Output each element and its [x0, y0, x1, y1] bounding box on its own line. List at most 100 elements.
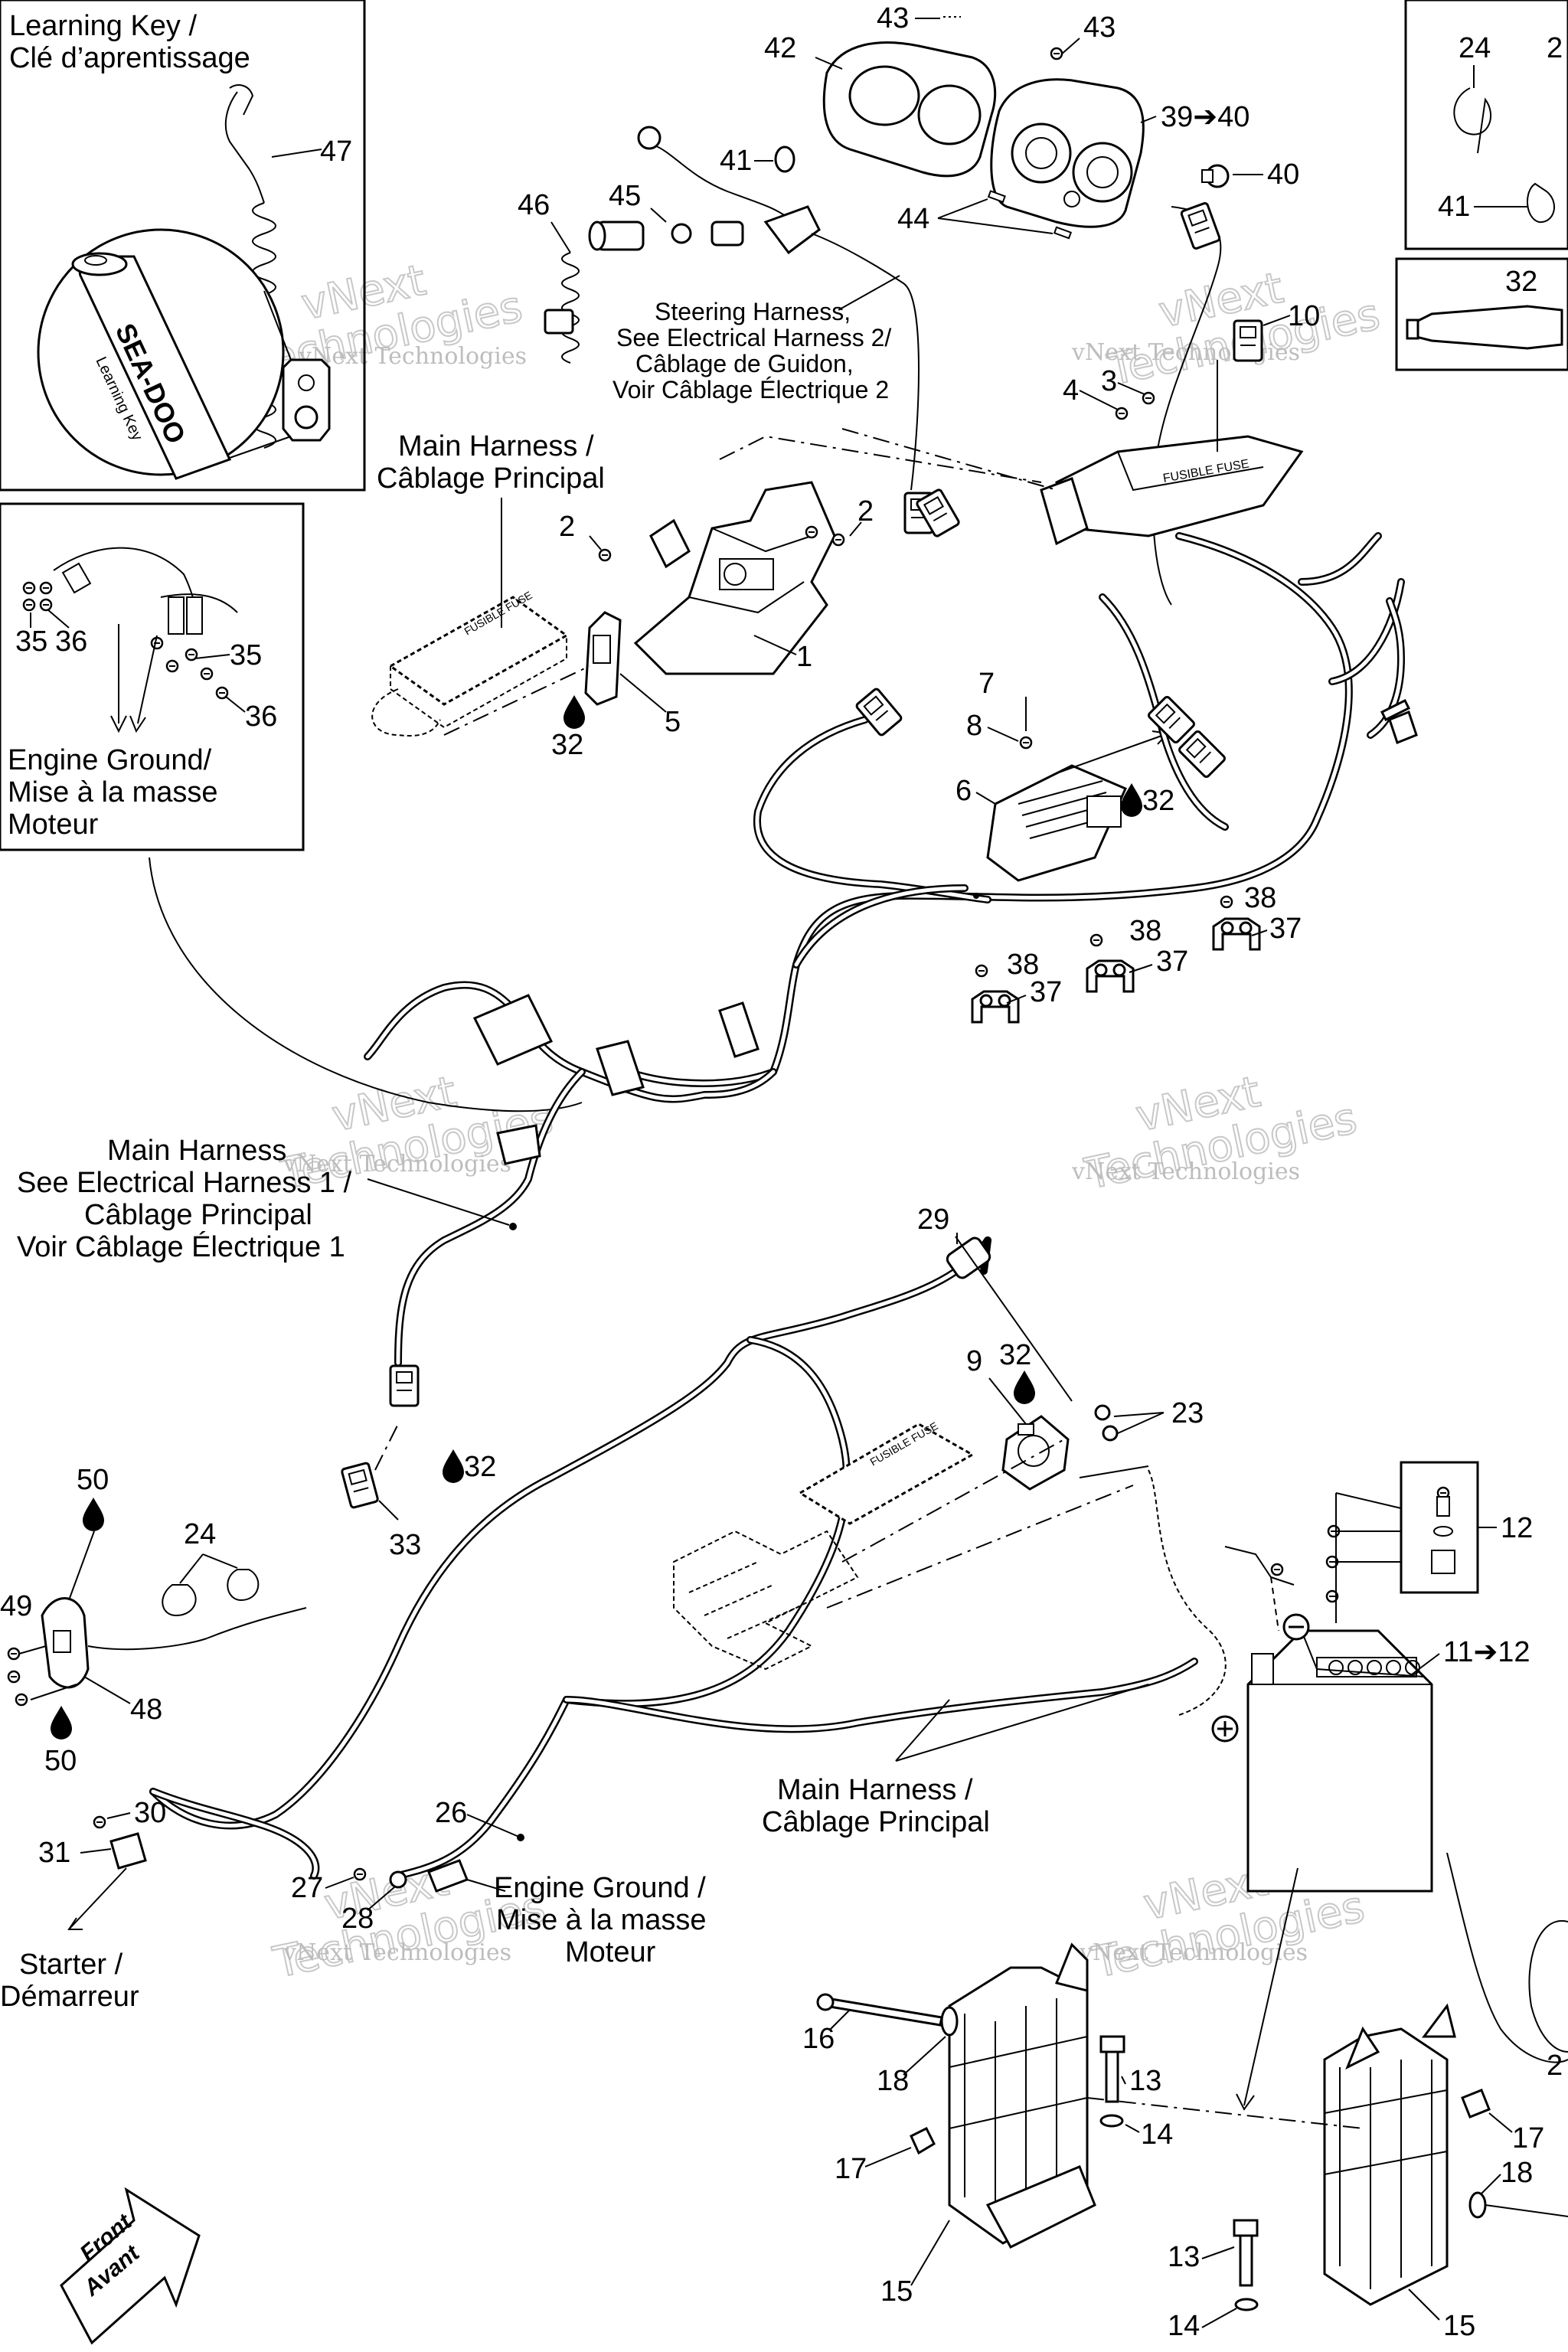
callout-c36a: 36: [55, 626, 87, 658]
callout-c28: 28: [341, 1903, 374, 1935]
key-receptacle: [41, 1597, 90, 1689]
label-engine-ground-bot-2: Mise à la masse: [496, 1904, 707, 1936]
label-main-harness-mid-1: Main Harness: [107, 1135, 286, 1167]
callout-c38b: 38: [1129, 915, 1161, 947]
callout-c1: 1: [796, 641, 812, 673]
callout-c43b: 43: [1083, 11, 1116, 44]
electrical-box: 1 2 2 5 32 FUSIBLE FUSE Main Harness / C…: [371, 430, 874, 761]
label-steering-1: Steering Harness,: [655, 298, 851, 325]
callout-c6: 6: [956, 775, 972, 807]
callout-c35a: 35: [15, 626, 47, 658]
callout-c17a: 17: [835, 2153, 867, 2185]
callout-c17b: 17: [1512, 2122, 1544, 2154]
callout-c38c: 38: [1244, 882, 1276, 914]
label-main-harness-mid-4: Voir Câblage Électrique 1: [17, 1230, 345, 1263]
callout-c45: 45: [609, 180, 641, 212]
bulb-socket: [1201, 164, 1230, 188]
label-starter-1: Starter /: [19, 1949, 123, 1981]
callout-c48: 48: [130, 1694, 162, 1726]
callout-c46: 46: [518, 189, 550, 221]
callout-c37c: 37: [1269, 913, 1302, 945]
callout-c29: 29: [917, 1204, 949, 1236]
battery-holder-right: [1323, 2003, 1456, 2306]
callout-c36b: 36: [245, 701, 277, 733]
callout-39: 39➔40: [1161, 101, 1250, 133]
callout-c49: 49: [0, 1590, 32, 1622]
harness-clips: 38 37 38 37 38 37: [971, 882, 1302, 1024]
battery-holder-left: [948, 1942, 1096, 2249]
callout-c38a: 38: [1007, 949, 1039, 981]
callout-c50b: 50: [44, 1745, 77, 1777]
gauge-cluster: [990, 78, 1145, 228]
callout-c32c: 32: [999, 1339, 1031, 1371]
battery: [1211, 1613, 1433, 1893]
engine-ground-inset: 35 36 35 36 Engine Ground/ Mise à la mas…: [0, 502, 305, 851]
fuse-box-left: FUSIBLE FUSE: [371, 589, 569, 737]
tie-wrap-inset: 24 2 41: [1404, 0, 1568, 250]
callout-c13a: 13: [1129, 2065, 1161, 2097]
label-main-harness-bot-1: Main Harness /: [777, 1774, 973, 1806]
label-engine-ground-left-2: Mise à la masse: [8, 776, 218, 808]
callout-c27: 27: [291, 1872, 323, 1904]
voltage-regulator: [986, 764, 1127, 882]
callout-c37b: 37: [1156, 946, 1188, 978]
callout-c35b: 35: [230, 639, 262, 671]
callout-c40: 40: [1267, 158, 1299, 191]
callout-c9: 9: [966, 1345, 982, 1377]
callout-c2tr: 2: [1547, 32, 1563, 64]
watermark-text: vNext Technologies: [298, 343, 527, 370]
callout-c32a: 32: [551, 729, 583, 761]
learning-key-title-fr: Clé d’aprentissage: [9, 42, 250, 74]
callout-c11: 11➔12: [1443, 1636, 1530, 1668]
callout-c13b: 13: [1168, 2241, 1200, 2273]
relay-5: [584, 611, 622, 706]
callout-c10: 10: [1288, 300, 1320, 332]
coil-46: [544, 252, 580, 364]
label-engine-ground-bot-3: Moteur: [565, 1936, 656, 1968]
callout-c2a: 2: [559, 511, 575, 543]
callout-42: 42: [764, 32, 796, 64]
callout-c7: 7: [978, 668, 995, 700]
callout-c18b: 18: [1501, 2157, 1533, 2189]
learning-key: [282, 358, 331, 442]
callout-c41b: 41: [1438, 191, 1470, 223]
label-engine-ground-bot-1: Engine Ground /: [494, 1872, 706, 1904]
callout-c30: 30: [134, 1797, 166, 1829]
callout-c14b: 14: [1168, 2310, 1200, 2342]
callout-c44: 44: [897, 203, 929, 235]
label-engine-ground-left-1: Engine Ground/: [8, 744, 212, 776]
label-steering-4: Voir Câblage Électrique 2: [612, 376, 889, 403]
steering-harness-area: 41 45 46 Steering Harness, See Electrica…: [518, 126, 934, 534]
callout-c5: 5: [665, 706, 681, 738]
callout-c3: 3: [1101, 365, 1117, 397]
callout-c2br: 2: [1547, 2050, 1563, 2082]
learning-key-inset: Learning Key / Clé d’aprentissage 47 SEA…: [0, 0, 366, 492]
main-harness: [364, 532, 1418, 1407]
starter-solenoid: [1001, 1415, 1070, 1491]
label-main-harness-bot-2: Câblage Principal: [762, 1806, 990, 1838]
watermark-text: vNext Technologies: [1071, 1158, 1300, 1185]
callout-c41: 41: [720, 145, 752, 177]
watermark-text: vNext Technologies: [1079, 1939, 1308, 1966]
callout-c2b: 2: [858, 495, 874, 528]
callout-c32b: 32: [1142, 785, 1174, 817]
label-starter-2: Démarreur: [0, 1981, 139, 2013]
learning-key-title-en: Learning Key /: [9, 10, 197, 42]
watermark-text: vNext Technologies: [283, 1151, 511, 1178]
label-main-harness-top-2: Câblage Principal: [377, 462, 605, 495]
callout-c31: 31: [38, 1837, 70, 1869]
label-main-harness-mid-2: See Electrical Harness 1 /: [17, 1167, 352, 1199]
label-main-harness-top-1: Main Harness /: [398, 430, 594, 462]
label-steering-2: See Electrical Harness 2/: [616, 324, 891, 351]
callout-c15b: 15: [1443, 2310, 1475, 2342]
label-steering-3: Câblage de Guidon,: [635, 350, 854, 377]
watermark-text: vNext Technologies: [283, 1939, 511, 1966]
callout-c33: 33: [389, 1529, 421, 1561]
label-engine-ground-left-3: Moteur: [8, 808, 99, 841]
callout-c12: 12: [1501, 1512, 1533, 1544]
callout-c50a: 50: [77, 1464, 109, 1496]
callout-c18a: 18: [877, 2065, 909, 2097]
label-main-harness-mid-3: Câblage Principal: [84, 1199, 312, 1231]
grease-tube-inset: 32: [1395, 257, 1568, 371]
callout-c15a: 15: [880, 2275, 913, 2308]
